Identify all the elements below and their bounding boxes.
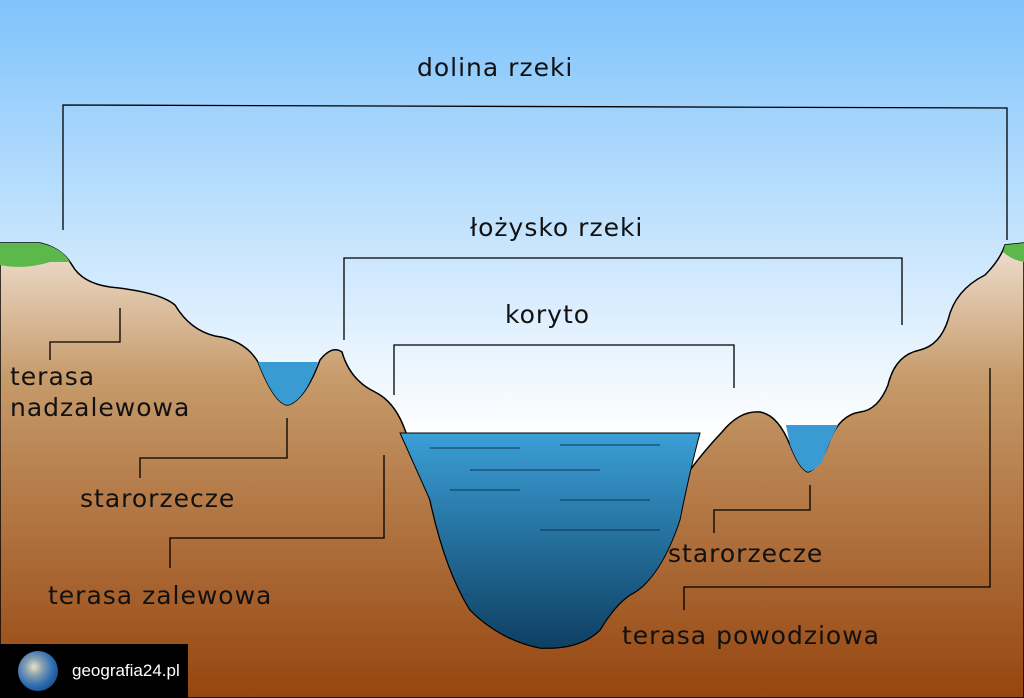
label-floodplain-terrace: terasa zalewowa <box>48 581 273 610</box>
oxbow-right-water <box>786 425 838 472</box>
oxbow-right-pointer <box>713 485 811 533</box>
label-upper-terrace-2: nadzalewowa <box>10 393 191 422</box>
grass-left <box>0 243 70 267</box>
river-water <box>399 432 701 649</box>
upper-terrace-pointer <box>49 308 121 360</box>
label-upper-terrace-1: terasa <box>10 362 96 391</box>
label-riverbed: łożysko rzeki <box>470 213 644 242</box>
logo-text: geografia24.pl <box>72 661 180 680</box>
label-oxbow-right: starorzecze <box>668 539 824 568</box>
logo: geografia24.pl <box>0 644 188 698</box>
label-valley: dolina rzeki <box>417 53 574 82</box>
globe-icon <box>18 651 58 691</box>
flood-terrace-pointer <box>683 368 991 610</box>
label-oxbow-left: starorzecze <box>80 484 236 513</box>
floodplain-pointer <box>169 455 385 568</box>
oxbow-left-pointer <box>139 418 288 478</box>
label-flood-terrace: terasa powodziowa <box>622 621 880 650</box>
grass-right <box>1003 243 1024 262</box>
label-channel: koryto <box>505 300 591 329</box>
riverbed-bracket <box>343 257 903 340</box>
oxbow-left-water <box>258 362 318 405</box>
channel-bracket <box>393 344 735 395</box>
water-ripples <box>430 444 660 531</box>
bracket-lines <box>49 104 1008 610</box>
valley-bracket <box>62 104 1008 240</box>
